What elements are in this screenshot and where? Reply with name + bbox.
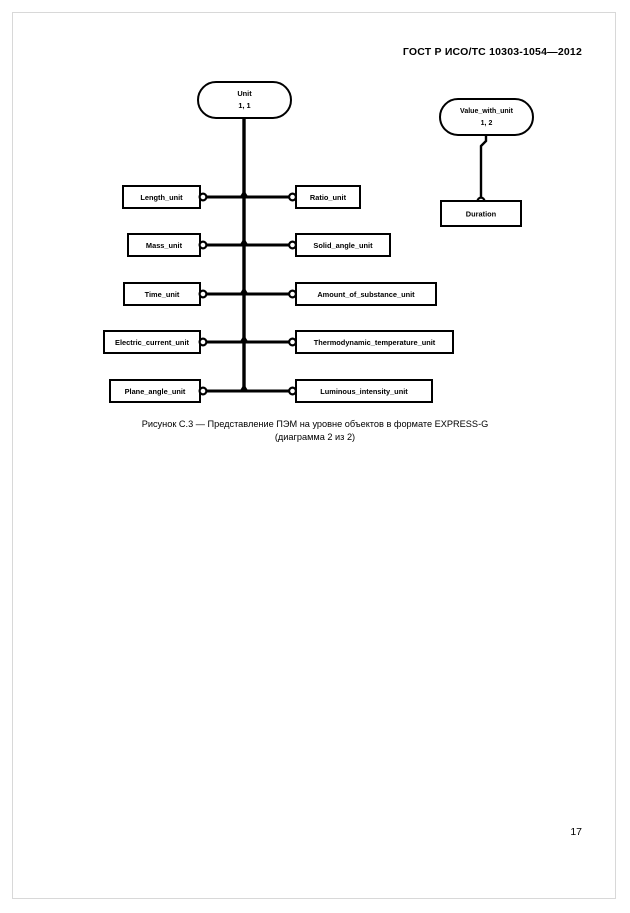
page-border bbox=[12, 12, 616, 899]
root-node-unit-page-ref: 1, 1 bbox=[238, 101, 250, 110]
express-g-diagram: Length_unit Ratio_unit Mass_unit Solid_a… bbox=[0, 0, 630, 430]
entity-label-duration: Duration bbox=[466, 209, 497, 218]
junction-marker-row-5 bbox=[239, 384, 249, 392]
entity-label-length-unit: Length_unit bbox=[140, 193, 183, 202]
diagram-canvas: Length_unit Ratio_unit Mass_unit Solid_a… bbox=[103, 81, 534, 403]
root-node-unit[interactable] bbox=[197, 81, 292, 119]
relationship-circle-amount-of-substance-unit bbox=[288, 289, 298, 299]
entity-box-duration[interactable] bbox=[440, 200, 522, 227]
relationship-circle-plane-angle-unit bbox=[198, 386, 208, 396]
entity-label-electric-current-unit: Electric_current_unit bbox=[115, 338, 189, 347]
entity-label-thermodynamic-temperature-unit: Thermodynamic_temperature_unit bbox=[314, 338, 436, 347]
relationship-circle-time-unit bbox=[198, 289, 208, 299]
figure-caption-line-1: Рисунок С.3 — Представление ПЭМ на уровн… bbox=[141, 419, 489, 429]
relationship-circle-electric-current-unit bbox=[198, 337, 208, 347]
root-node-value-with-unit[interactable] bbox=[439, 98, 534, 136]
connector-value-with-unit-duration bbox=[479, 135, 488, 201]
relationship-circle-ratio-unit bbox=[288, 192, 298, 202]
root-node-value-with-unit-page-ref: 1, 2 bbox=[481, 120, 493, 127]
document-standard-header: ГОСТ Р ИСО/ТС 10303-1054—2012 bbox=[402, 46, 582, 58]
relationship-circle-solid-angle-unit bbox=[288, 240, 298, 250]
relationship-circle-luminous-intensity-unit bbox=[288, 386, 298, 396]
figure-caption-line-2: (диаграмма 2 из 2) bbox=[274, 432, 356, 442]
relationship-circle-length-unit bbox=[198, 192, 208, 202]
relationship-circle-mass-unit bbox=[198, 240, 208, 250]
entity-label-amount-of-substance-unit: Amount_of_substance_unit bbox=[317, 290, 415, 299]
entity-label-luminous-intensity-unit: Luminous_intensity_unit bbox=[320, 387, 408, 396]
junction-marker-row-1 bbox=[239, 190, 249, 198]
page-number: 17 bbox=[570, 826, 582, 838]
entity-label-time-unit: Time_unit bbox=[145, 290, 180, 299]
entity-label-solid-angle-unit: Solid_angle_unit bbox=[313, 241, 373, 250]
junction-marker-row-3 bbox=[239, 287, 249, 295]
junction-marker-row-2 bbox=[239, 238, 249, 246]
root-node-value-with-unit-label: Value_with_unit bbox=[460, 108, 514, 115]
junction-marker-row-4 bbox=[239, 335, 249, 343]
entity-label-ratio-unit: Ratio_unit bbox=[310, 193, 347, 202]
relationship-circle-thermodynamic-temperature-unit bbox=[288, 337, 298, 347]
root-node-unit-label: Unit bbox=[237, 89, 252, 98]
entity-label-mass-unit: Mass_unit bbox=[146, 241, 183, 250]
entity-label-plane-angle-unit: Plane_angle_unit bbox=[125, 387, 186, 396]
figure-caption: Рисунок С.3 — Представление ПЭМ на уровн… bbox=[60, 418, 570, 444]
